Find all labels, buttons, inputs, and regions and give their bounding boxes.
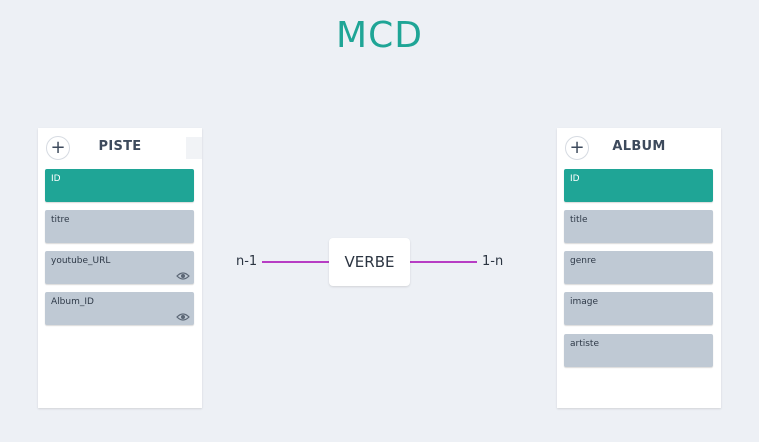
field-label: ID xyxy=(51,174,61,184)
relation-line-right xyxy=(410,261,477,263)
field-image[interactable]: image xyxy=(564,292,713,325)
eye-icon[interactable] xyxy=(176,312,190,322)
field-label: title xyxy=(570,215,588,225)
field-titre[interactable]: titre xyxy=(45,210,194,243)
field-artiste[interactable]: artiste xyxy=(564,334,713,367)
entity-header: + ALBUM xyxy=(557,128,721,168)
drag-handle[interactable] xyxy=(186,137,202,159)
field-label: ID xyxy=(570,174,580,184)
entity-piste[interactable]: + PISTE ID titre youtube_URL Album_ID xyxy=(38,128,202,408)
eye-icon[interactable] xyxy=(176,271,190,281)
field-label: Album_ID xyxy=(51,297,94,307)
field-id[interactable]: ID xyxy=(564,169,713,202)
field-label: youtube_URL xyxy=(51,256,111,266)
entity-header: + PISTE xyxy=(38,128,202,168)
field-label: image xyxy=(570,297,599,307)
add-field-button[interactable]: + xyxy=(46,136,70,160)
association-verbe[interactable]: VERBE xyxy=(329,238,410,286)
field-label: titre xyxy=(51,215,70,225)
field-label: artiste xyxy=(570,339,599,349)
field-label: genre xyxy=(570,256,596,266)
field-id[interactable]: ID xyxy=(45,169,194,202)
entity-name: ALBUM xyxy=(612,139,666,154)
entity-name: PISTE xyxy=(98,139,142,154)
entity-album[interactable]: + ALBUM ID title genre image artiste xyxy=(557,128,721,408)
relation-line-left xyxy=(262,261,329,263)
diagram-title: MCD xyxy=(336,15,423,56)
cardinality-left: n-1 xyxy=(236,254,258,269)
field-title[interactable]: title xyxy=(564,210,713,243)
field-youtube-url[interactable]: youtube_URL xyxy=(45,251,194,284)
field-album-id[interactable]: Album_ID xyxy=(45,292,194,325)
field-genre[interactable]: genre xyxy=(564,251,713,284)
add-field-button[interactable]: + xyxy=(565,136,589,160)
cardinality-right: 1-n xyxy=(482,254,504,269)
